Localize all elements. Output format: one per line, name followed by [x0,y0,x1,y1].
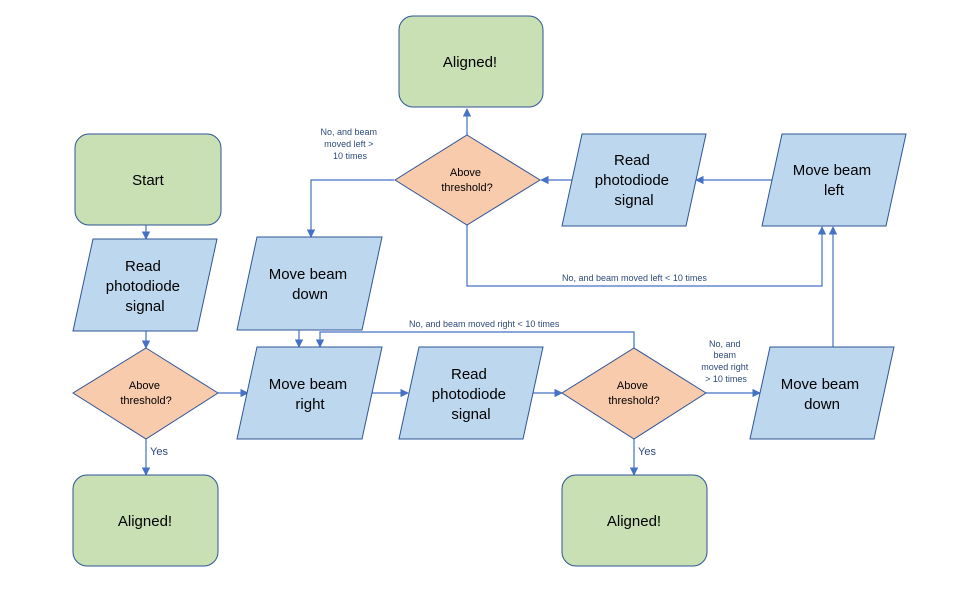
decision-1: Above threshold? [72,347,219,440]
decision-2-shape [561,347,707,440]
aligned-1-shape [72,474,219,567]
move-right: Move beam right [236,346,383,440]
left-exceeded-label: No, and beam moved left > 10 times [320,127,379,161]
decision-3: Above threshold? [394,134,541,226]
start-label: Start [132,172,165,189]
aligned-1-label: Aligned! [118,513,172,530]
move-right-shape [236,346,383,440]
move-left-shape [761,133,907,227]
move-down-1-shape [236,236,383,331]
read-signal-1-shape [72,238,218,332]
move-left: Move beam left [761,133,907,227]
left-loop-label: No, and beam moved left < 10 times [562,273,707,283]
aligned-3-shape [398,15,544,108]
yes-label-1: Yes [150,446,168,458]
move-down-2-shape [749,346,895,440]
move-down-2: Move beam down [749,346,895,440]
arrow-decision-3-no-to-move-down-1 [306,179,394,238]
connectors [141,108,838,476]
yes-label-2: Yes [638,446,656,458]
start-terminal: Start [74,133,222,226]
arrow-decision-3-loop-to-move-left [466,225,827,287]
read-signal-2: Read photodiode signal [398,346,544,440]
read-signal-3: Read photodiode signal [561,133,707,227]
start-shape [74,133,222,226]
aligned-3-label: Aligned! [443,54,497,71]
aligned-terminal-1: Aligned! [72,474,219,567]
aligned-terminal-2: Aligned! [561,474,708,567]
move-down-2-text: Move beam down [781,376,864,413]
aligned-terminal-3: Aligned! [398,15,544,108]
move-down-1-text: Move beam down [269,266,352,303]
move-left-text: Move beam left [793,162,876,199]
arrow-decision-2-loop-to-move-right [315,331,635,348]
decision-1-shape [72,347,219,440]
read-signal-3-shape [561,133,707,227]
decision-2-text: Above threshold? [608,380,659,407]
decision-3-shape [394,134,541,226]
move-down-1: Move beam down [236,236,383,331]
read-signal-1: Read photodiode signal [72,238,218,332]
read-signal-2-shape [398,346,544,440]
decision-2: Above threshold? [561,347,707,440]
read-signal-3-text: Read photodiode signal [595,152,673,209]
right-loop-label: No, and beam moved right < 10 times [409,319,560,329]
aligned-2-shape [561,474,708,567]
move-right-text: Move beam right [269,376,352,413]
aligned-2-label: Aligned! [607,513,661,530]
decision-3-text: Above threshold? [441,167,492,194]
right-exceeded-label: No, and beam moved right > 10 times [701,339,751,384]
read-signal-1-text: Read photodiode signal [106,258,184,315]
read-signal-2-text: Read photodiode signal [432,366,510,423]
decision-1-text: Above threshold? [120,380,171,407]
